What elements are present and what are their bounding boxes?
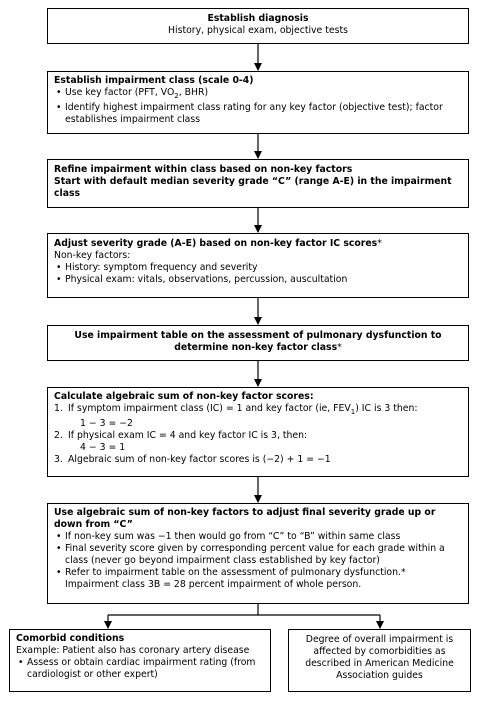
refine-impairment-line2: Start with default median severity grade…	[54, 176, 452, 199]
list-item: Assess or obtain cardiac impairment rati…	[16, 657, 264, 681]
adjust-final-grade-title: Use algebraic sum of non-key factors to …	[54, 507, 436, 530]
comorbid-example: Example: Patient also has coronary arter…	[16, 645, 250, 656]
refine-impairment-line1: Refine impairment within class based on …	[54, 164, 353, 175]
comorbid-list: Assess or obtain cardiac impairment rati…	[16, 657, 264, 681]
non-key-factors-list: History: symptom frequency and severity …	[54, 262, 462, 286]
adjust-severity-title: Adjust severity grade (A-E) based on non…	[54, 238, 382, 249]
list-item: History: symptom frequency and severity	[54, 262, 462, 274]
overall-impairment-box: Degree of overall impairment is affected…	[288, 629, 471, 692]
list-item: Identify highest impairment class rating…	[54, 102, 462, 126]
impairment-table-text: Use impairment table on the assessment o…	[74, 330, 442, 353]
impairment-table-box: Use impairment table on the assessment o…	[47, 325, 469, 361]
comorbid-conditions-box: Comorbid conditions Example: Patient als…	[9, 629, 271, 692]
list-item: If non-key sum was −1 then would go from…	[54, 531, 462, 543]
non-key-factors-label: Non-key factors:	[54, 250, 131, 261]
list-item: Use key factor (PFT, VO2, BHR)	[54, 87, 462, 102]
comorbid-conditions-title: Comorbid conditions	[16, 633, 125, 644]
list-item: Physical exam: vitals, observations, per…	[54, 274, 462, 286]
algebraic-sum-list: 1. If symptom impairment class (IC) = 1 …	[54, 403, 462, 466]
impairment-class-box: Establish impairment class (scale 0-4) U…	[47, 71, 469, 134]
list-item: Final severity score given by correspond…	[54, 543, 462, 567]
refine-impairment-box: Refine impairment within class based on …	[47, 159, 469, 208]
adjust-severity-box: Adjust severity grade (A-E) based on non…	[47, 233, 469, 298]
algebraic-sum-box: Calculate algebraic sum of non-key facto…	[47, 387, 469, 477]
impairment-class-title: Establish impairment class (scale 0-4)	[54, 75, 254, 86]
list-item: 2. If physical exam IC = 4 and key facto…	[54, 429, 308, 453]
list-item: 1. If symptom impairment class (IC) = 1 …	[54, 403, 418, 429]
overall-impairment-text: Degree of overall impairment is affected…	[305, 634, 454, 681]
adjust-final-grade-list: If non-key sum was −1 then would go from…	[54, 531, 462, 591]
impairment-class-list: Use key factor (PFT, VO2, BHR) Identify …	[54, 87, 462, 126]
list-item: Refer to impairment table on the assessm…	[54, 567, 462, 591]
algebraic-sum-title: Calculate algebraic sum of non-key facto…	[54, 391, 314, 402]
establish-diagnosis-title: Establish diagnosis	[207, 13, 309, 24]
adjust-final-grade-box: Use algebraic sum of non-key factors to …	[47, 503, 469, 604]
list-item: 3. Algebraic sum of non-key factor score…	[54, 453, 331, 465]
establish-diagnosis-line: History, physical exam, objective tests	[168, 25, 348, 36]
establish-diagnosis-box: Establish diagnosis History, physical ex…	[47, 8, 469, 44]
